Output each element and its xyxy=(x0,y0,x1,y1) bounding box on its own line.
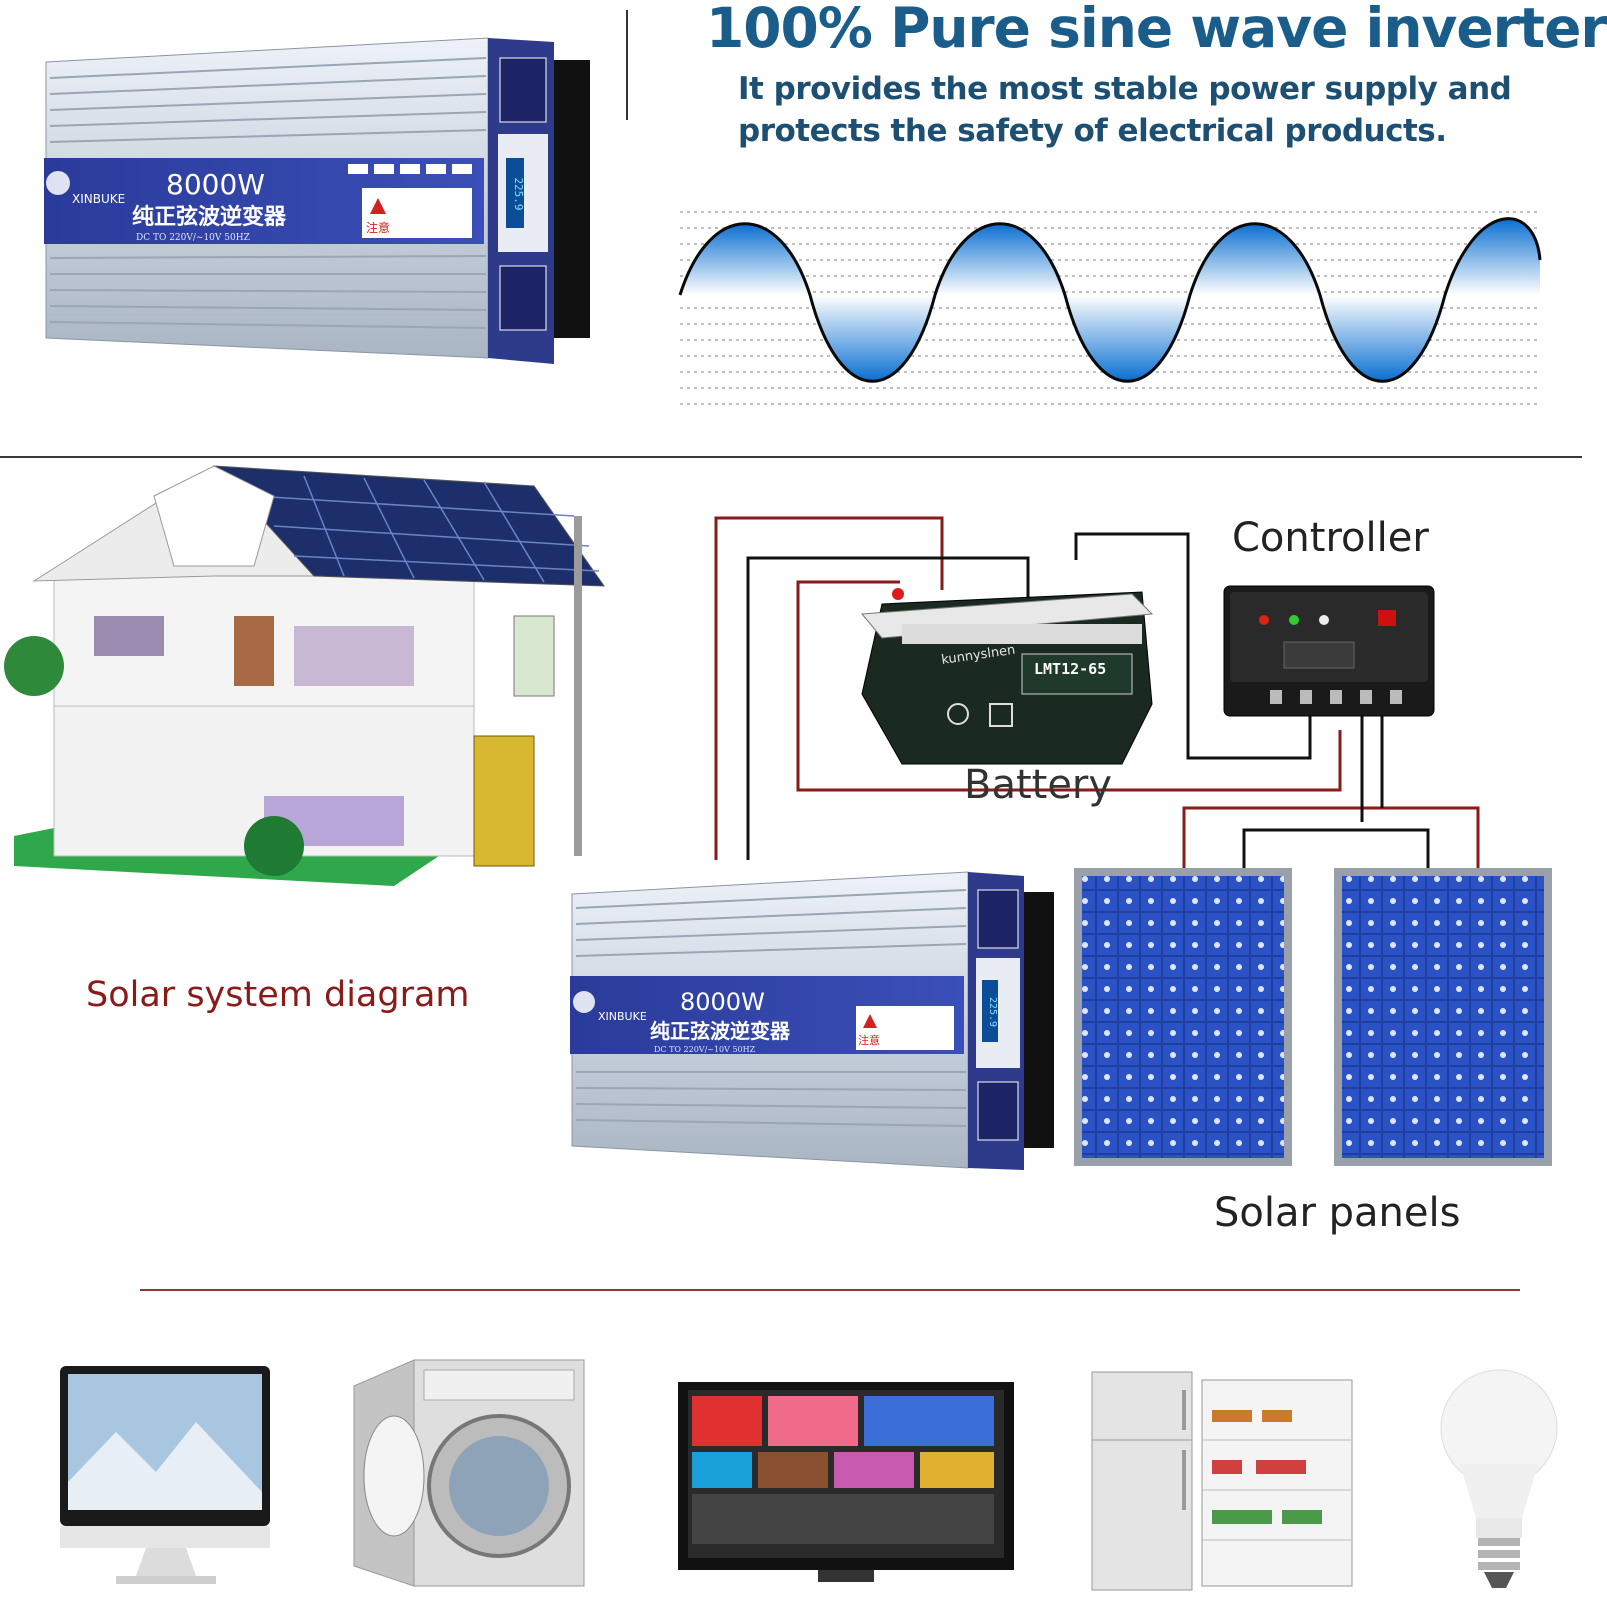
status-led-green xyxy=(1289,615,1299,625)
subtitle-line-1: It provides the most stable power supply… xyxy=(738,71,1512,107)
computer-monitor-icon xyxy=(60,1366,270,1584)
status-led-white xyxy=(1319,615,1329,625)
solar-system-diagram-label: Solar system diagram xyxy=(86,975,470,1015)
recycle-icon xyxy=(947,703,969,725)
house-illustration xyxy=(4,465,605,886)
television-icon xyxy=(678,1382,1014,1582)
solar-panels-image xyxy=(1074,868,1552,1166)
inverter-bottom: 8000W XINBUKE 纯正弦波逆变器 DC TO 220V/~10V 50… xyxy=(570,871,1054,1170)
inverter-bottom-power-label: 8000W xyxy=(680,988,765,1016)
controller-label: Controller xyxy=(1232,515,1429,561)
solar-panel-right xyxy=(1334,868,1552,1166)
battery-model: LMT12-65 xyxy=(1034,660,1106,678)
status-led-red xyxy=(1259,615,1269,625)
inverter-bottom-display: 225.9 xyxy=(987,997,998,1027)
subtitle-line-2: protects the safety of electrical produc… xyxy=(738,113,1447,149)
controller-image xyxy=(1223,585,1435,717)
sine-wave-graphic xyxy=(678,211,1542,405)
page-subtitle: It provides the most stable power supply… xyxy=(738,68,1578,152)
inverter-spec: DC TO 220V/~10V 50HZ xyxy=(136,233,250,243)
wire-red-outer xyxy=(714,516,944,860)
wire-red-panel xyxy=(1182,806,1480,876)
inverter-top: 8000W XINBUKE 纯正弦波逆变器 DC TO 220V/~10V 50… xyxy=(44,37,590,364)
wire-black-outer xyxy=(746,556,1030,860)
wire-black-panel xyxy=(1242,828,1430,876)
inverter-bottom-brand: XINBUKE xyxy=(598,1010,647,1023)
appliances-divider xyxy=(140,1289,1520,1291)
washing-machine-icon xyxy=(353,1359,585,1587)
light-bulb-icon xyxy=(1440,1369,1558,1588)
inverter-bottom-spec: DC TO 220V/~10V 50HZ xyxy=(654,1045,756,1054)
inverter-brand: XINBUKE xyxy=(72,192,125,206)
inverter-power-label: 8000W xyxy=(166,168,265,201)
inverter-chinese-name: 纯正弦波逆变器 xyxy=(132,204,287,230)
solar-panels-label: Solar panels xyxy=(1214,1190,1461,1236)
warning-icon-bottom xyxy=(863,1014,877,1028)
controller-button xyxy=(1378,610,1396,626)
section-divider xyxy=(0,456,1582,458)
warning-icon xyxy=(370,198,386,214)
wire-red-battery xyxy=(796,580,1342,792)
wire-black-battery-controller xyxy=(1074,532,1312,760)
refrigerator-icon xyxy=(1091,1371,1353,1591)
solar-panel-left xyxy=(1074,868,1292,1166)
vertical-divider xyxy=(626,10,628,120)
inverter-warning: 注意 xyxy=(366,220,390,235)
inverter-display: 225.9 xyxy=(512,177,525,210)
inverter-bottom-chinese-name: 纯正弦波逆变器 xyxy=(650,1019,791,1043)
page-title: 100% Pure sine wave inverter xyxy=(706,0,1607,60)
battery-image: kunnyslnen LMT12-65 xyxy=(860,588,1154,765)
battery-label: Battery xyxy=(964,762,1113,808)
inverter-bottom-warning: 注意 xyxy=(858,1033,880,1047)
